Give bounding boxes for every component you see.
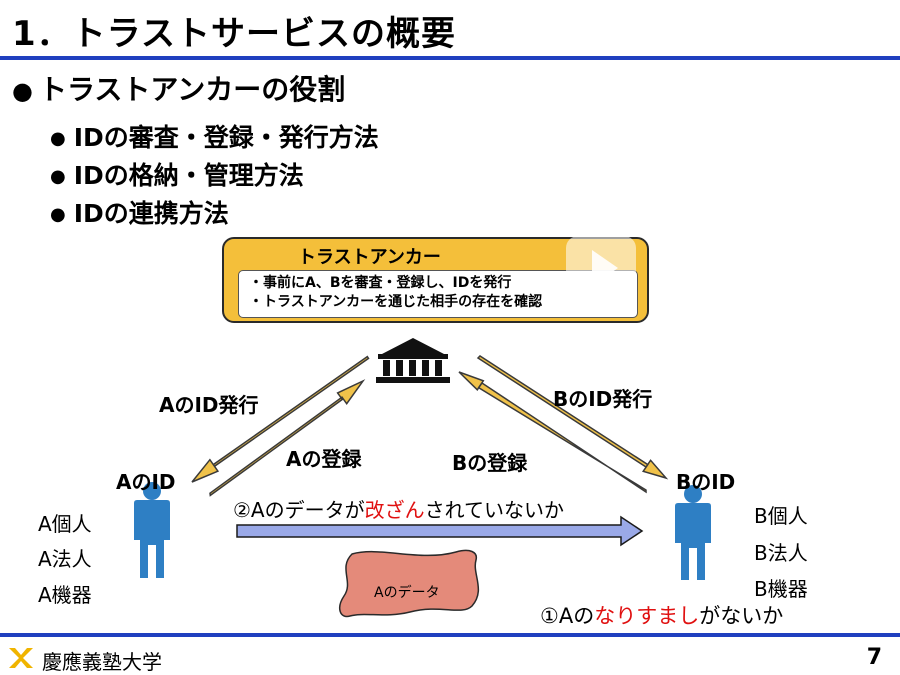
sub-bullet: ● IDの格納・管理方法 — [50, 156, 304, 192]
tamper-check-suffix: されていないか — [424, 498, 565, 522]
video-play-button[interactable] — [566, 236, 636, 300]
sub-bullet-text: IDの格納・管理方法 — [73, 161, 304, 190]
tamper-check-highlight: 改ざん — [364, 498, 425, 522]
data-blob — [339, 549, 480, 618]
b-id-issue-arrow — [476, 355, 669, 480]
sub-bullet-text: IDの連携方法 — [73, 199, 229, 228]
a-id-label: AのID — [116, 470, 176, 494]
page-number: 7 — [866, 645, 882, 670]
a-entity-label: A機器 — [38, 583, 92, 607]
tamper-check-prefix: ②Aのデータが — [233, 498, 365, 522]
sub-bullet: ● IDの連携方法 — [50, 194, 229, 230]
university-name: 慶應義塾大学 — [42, 650, 162, 674]
slide-title: 1．トラストサービスの概要 — [12, 14, 456, 54]
b-id-issue-label: BのID発行 — [553, 387, 653, 411]
main-bullet: ●トラストアンカーの役割 — [12, 68, 345, 108]
sub-bullet-text: IDの審査・登録・発行方法 — [73, 123, 379, 152]
main-bullet-text: トラストアンカーの役割 — [38, 73, 346, 106]
title-rule — [0, 56, 900, 60]
b-entity-label: B機器 — [754, 577, 808, 601]
a-id-issue-arrow — [191, 355, 370, 483]
institution-icon — [376, 338, 450, 383]
bullet-dot-icon: ● — [12, 77, 33, 105]
play-icon — [592, 250, 618, 286]
bullet-dot-icon: ● — [50, 166, 66, 187]
sub-bullet: ● IDの審査・登録・発行方法 — [50, 118, 379, 154]
bullet-dot-icon: ● — [50, 204, 66, 225]
a-entity-label: A個人 — [38, 512, 92, 536]
trust-anchor-title: トラストアンカー — [298, 247, 441, 268]
data-transfer-arrow — [236, 515, 644, 547]
footer-rule — [0, 633, 900, 637]
bullet-dot-icon: ● — [50, 128, 66, 149]
a-register-label: Aの登録 — [286, 447, 362, 471]
b-register-arrow — [458, 371, 647, 494]
university-logo-icon — [9, 648, 33, 668]
trust-anchor-line: ・トラストアンカーを通じた相手の存在を確認 — [249, 294, 543, 310]
b-entity-label: B法人 — [754, 541, 808, 565]
spoof-check-prefix: ①Aの — [540, 604, 595, 628]
spoof-check-suffix: がないか — [699, 604, 784, 628]
b-entity-label: B個人 — [754, 504, 808, 528]
b-id-label: BのID — [676, 470, 736, 494]
person-b-icon — [675, 485, 711, 580]
b-register-label: Bの登録 — [452, 451, 528, 475]
spoof-check-label: ①Aのなりすましがないか — [540, 600, 783, 630]
a-id-issue-label: AのID発行 — [159, 393, 259, 417]
person-a-icon — [134, 482, 170, 578]
tamper-check-label: ②Aのデータが改ざんされていないか — [233, 494, 564, 523]
a-register-arrow — [209, 379, 366, 497]
a-entity-label: A法人 — [38, 547, 92, 571]
data-blob-label: Aのデータ — [374, 585, 440, 601]
trust-anchor-line: ・事前にA、Bを審査・登録し、IDを発行 — [249, 275, 512, 291]
spoof-check-highlight: なりすまし — [594, 604, 700, 628]
